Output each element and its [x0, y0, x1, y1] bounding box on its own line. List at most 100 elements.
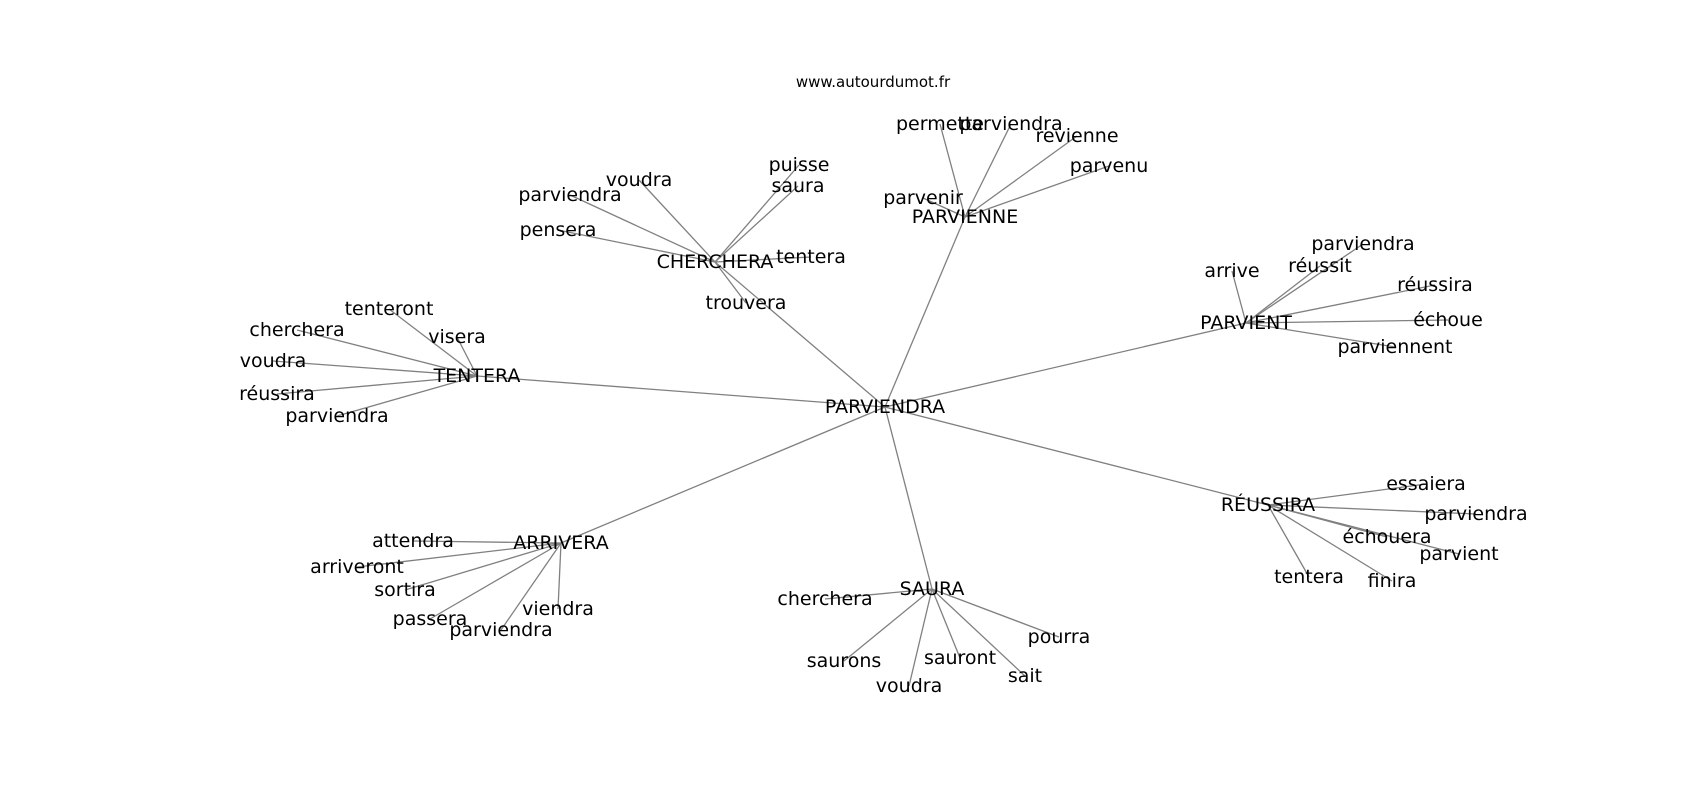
leaf-node[interactable]: arriveront: [310, 556, 404, 578]
leaf-node[interactable]: puisse: [769, 154, 830, 176]
leaf-node[interactable]: trouvera: [706, 292, 787, 314]
leaf-node[interactable]: réussira: [1397, 274, 1473, 296]
edge-hub-leaf: [356, 542, 562, 568]
leaf-node[interactable]: viendra: [522, 598, 594, 620]
edge-hub-leaf: [296, 329, 478, 377]
edge-hub-leaf: [931, 588, 1060, 638]
edge-root-hub: [884, 216, 966, 408]
edge-hub-leaf: [714, 185, 799, 263]
edge-hub-leaf: [638, 179, 716, 263]
edge-hub-leaf: [714, 256, 812, 263]
leaf-node[interactable]: finira: [1368, 570, 1417, 592]
edge-hub-leaf: [1267, 504, 1393, 582]
edge-hub-leaf: [931, 588, 961, 659]
leaf-node[interactable]: parvenu: [1070, 155, 1149, 177]
leaf-node[interactable]: échouera: [1343, 526, 1432, 548]
edge-hub-leaf: [404, 542, 562, 591]
edge-hub-leaf: [1267, 483, 1427, 506]
edge-hub-leaf: [964, 135, 1078, 218]
edge-hub-leaf: [1267, 504, 1310, 578]
edge-root-hub: [714, 261, 886, 408]
edge-hub-leaf: [412, 540, 562, 544]
edge-hub-leaf: [456, 336, 478, 377]
leaf-node[interactable]: parviendra: [1424, 503, 1527, 525]
leaf-node[interactable]: permette: [896, 113, 984, 135]
hub-node-parvienne[interactable]: PARVIENNE: [912, 206, 1018, 228]
edge-hub-leaf: [714, 164, 800, 263]
edge-hub-leaf: [336, 375, 478, 417]
leaf-node[interactable]: tentera: [1274, 566, 1344, 588]
edge-hub-leaf: [1245, 319, 1449, 324]
leaf-node[interactable]: parvient: [1419, 543, 1498, 565]
edge-hub-leaf: [557, 229, 716, 263]
leaf-node[interactable]: voudra: [240, 350, 306, 372]
edge-root-hub: [884, 406, 1269, 506]
leaf-node[interactable]: sait: [1008, 665, 1042, 687]
edge-hub-leaf: [1245, 265, 1321, 324]
leaf-node[interactable]: revienne: [1035, 125, 1118, 147]
edge-hub-leaf: [388, 308, 478, 377]
leaf-node[interactable]: tenteront: [345, 298, 434, 320]
leaf-node[interactable]: voudra: [606, 169, 672, 191]
hub-node-cherchera[interactable]: CHERCHERA: [657, 251, 774, 273]
edge-hub-leaf: [964, 165, 1110, 218]
leaf-node[interactable]: cherchera: [249, 319, 344, 341]
leaf-node[interactable]: parviendra: [959, 113, 1062, 135]
edge-root-hub: [884, 322, 1247, 408]
edge-hub-leaf: [569, 194, 716, 263]
edge-hub-leaf: [276, 375, 478, 395]
edge-hub-leaf: [824, 588, 933, 600]
leaf-node[interactable]: sortira: [374, 579, 436, 601]
edge-hub-leaf: [964, 123, 1012, 218]
leaf-node[interactable]: pourra: [1028, 626, 1091, 648]
leaf-node[interactable]: pensera: [520, 219, 597, 241]
edge-root-hub: [884, 406, 933, 590]
leaf-node[interactable]: saura: [771, 175, 824, 197]
leaf-node[interactable]: voudra: [876, 675, 942, 697]
leaf-node[interactable]: parviendra: [518, 184, 621, 206]
leaf-node[interactable]: parviendra: [449, 619, 552, 641]
edge-hub-leaf: [1267, 504, 1477, 515]
leaf-node[interactable]: saurons: [807, 650, 882, 672]
edge-root-hub: [560, 406, 886, 544]
hub-node-arrivera[interactable]: ARRIVERA: [513, 532, 608, 554]
edge-hub-leaf: [1245, 243, 1364, 324]
edge-hub-leaf: [939, 123, 966, 218]
hub-node-parvient[interactable]: PARVIENT: [1200, 312, 1292, 334]
hub-node-reussira[interactable]: RÉUSSIRA: [1221, 493, 1315, 516]
edge-hub-leaf: [922, 197, 966, 218]
edge-hub-leaf: [429, 542, 562, 620]
leaf-node[interactable]: parvenir: [883, 187, 963, 209]
leaf-node[interactable]: cherchera: [777, 588, 872, 610]
edge-hub-leaf: [557, 542, 562, 610]
leaf-node[interactable]: visera: [428, 326, 486, 348]
edge-hub-leaf: [272, 360, 478, 377]
graph-edges: [272, 123, 1477, 687]
hub-node-tentera[interactable]: TENTERA: [433, 365, 521, 387]
edge-hub-leaf: [843, 588, 933, 662]
leaf-node[interactable]: réussit: [1288, 255, 1352, 277]
leaf-node[interactable]: attendra: [372, 530, 454, 552]
edge-hub-leaf: [1267, 504, 1460, 555]
edge-hub-leaf: [1231, 270, 1247, 324]
edge-hub-leaf: [714, 261, 747, 304]
edge-hub-leaf: [500, 542, 562, 631]
edge-hub-leaf: [931, 588, 1026, 677]
leaf-node[interactable]: parviennent: [1338, 336, 1453, 358]
graph-labels: www.autourdumot.fr PARVIENDRA PARVIENNE …: [239, 73, 1527, 697]
leaf-node[interactable]: échoue: [1413, 309, 1483, 331]
hub-node-saura[interactable]: SAURA: [900, 578, 965, 600]
leaf-node[interactable]: réussira: [239, 383, 315, 405]
edge-hub-leaf: [1245, 284, 1436, 324]
leaf-node[interactable]: sauront: [924, 647, 996, 669]
root-node-parviendra[interactable]: PARVIENDRA: [825, 396, 945, 418]
leaf-node[interactable]: tentera: [776, 246, 846, 268]
leaf-node[interactable]: essaiera: [1386, 473, 1466, 495]
edge-root-hub: [476, 375, 886, 408]
leaf-node[interactable]: arrive: [1204, 260, 1259, 282]
edge-hub-leaf: [908, 588, 933, 687]
leaf-node[interactable]: parviendra: [1311, 233, 1414, 255]
leaf-node[interactable]: parviendra: [285, 405, 388, 427]
leaf-node[interactable]: passera: [393, 608, 468, 630]
